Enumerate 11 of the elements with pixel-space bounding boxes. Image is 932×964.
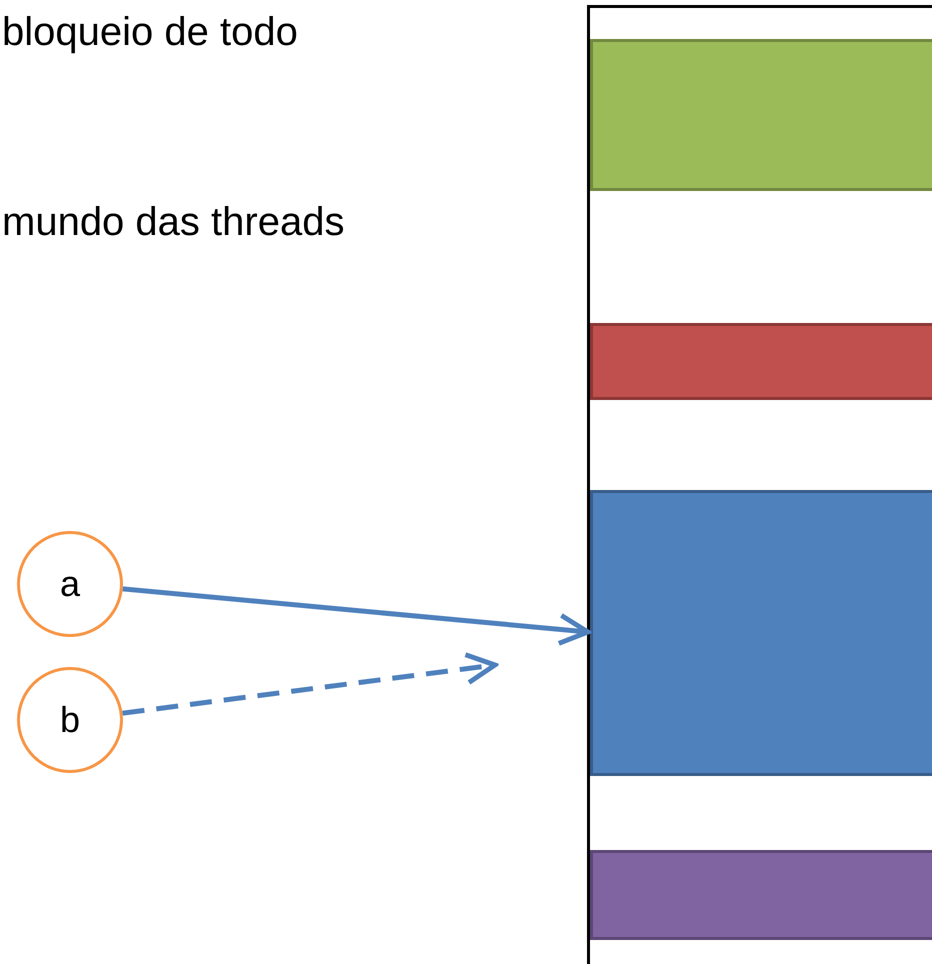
heading-text: mundo das threads	[2, 200, 344, 245]
arrow	[122, 586, 590, 646]
memory-block	[590, 850, 932, 940]
heading-text: bloqueio de todo	[2, 10, 298, 55]
thread-circle: b	[17, 667, 123, 773]
memory-block	[590, 39, 932, 191]
thread-circle: a	[17, 531, 123, 637]
memory-block	[590, 490, 932, 776]
memory-block	[590, 323, 932, 400]
arrow	[122, 652, 498, 716]
memory-column	[587, 5, 932, 964]
